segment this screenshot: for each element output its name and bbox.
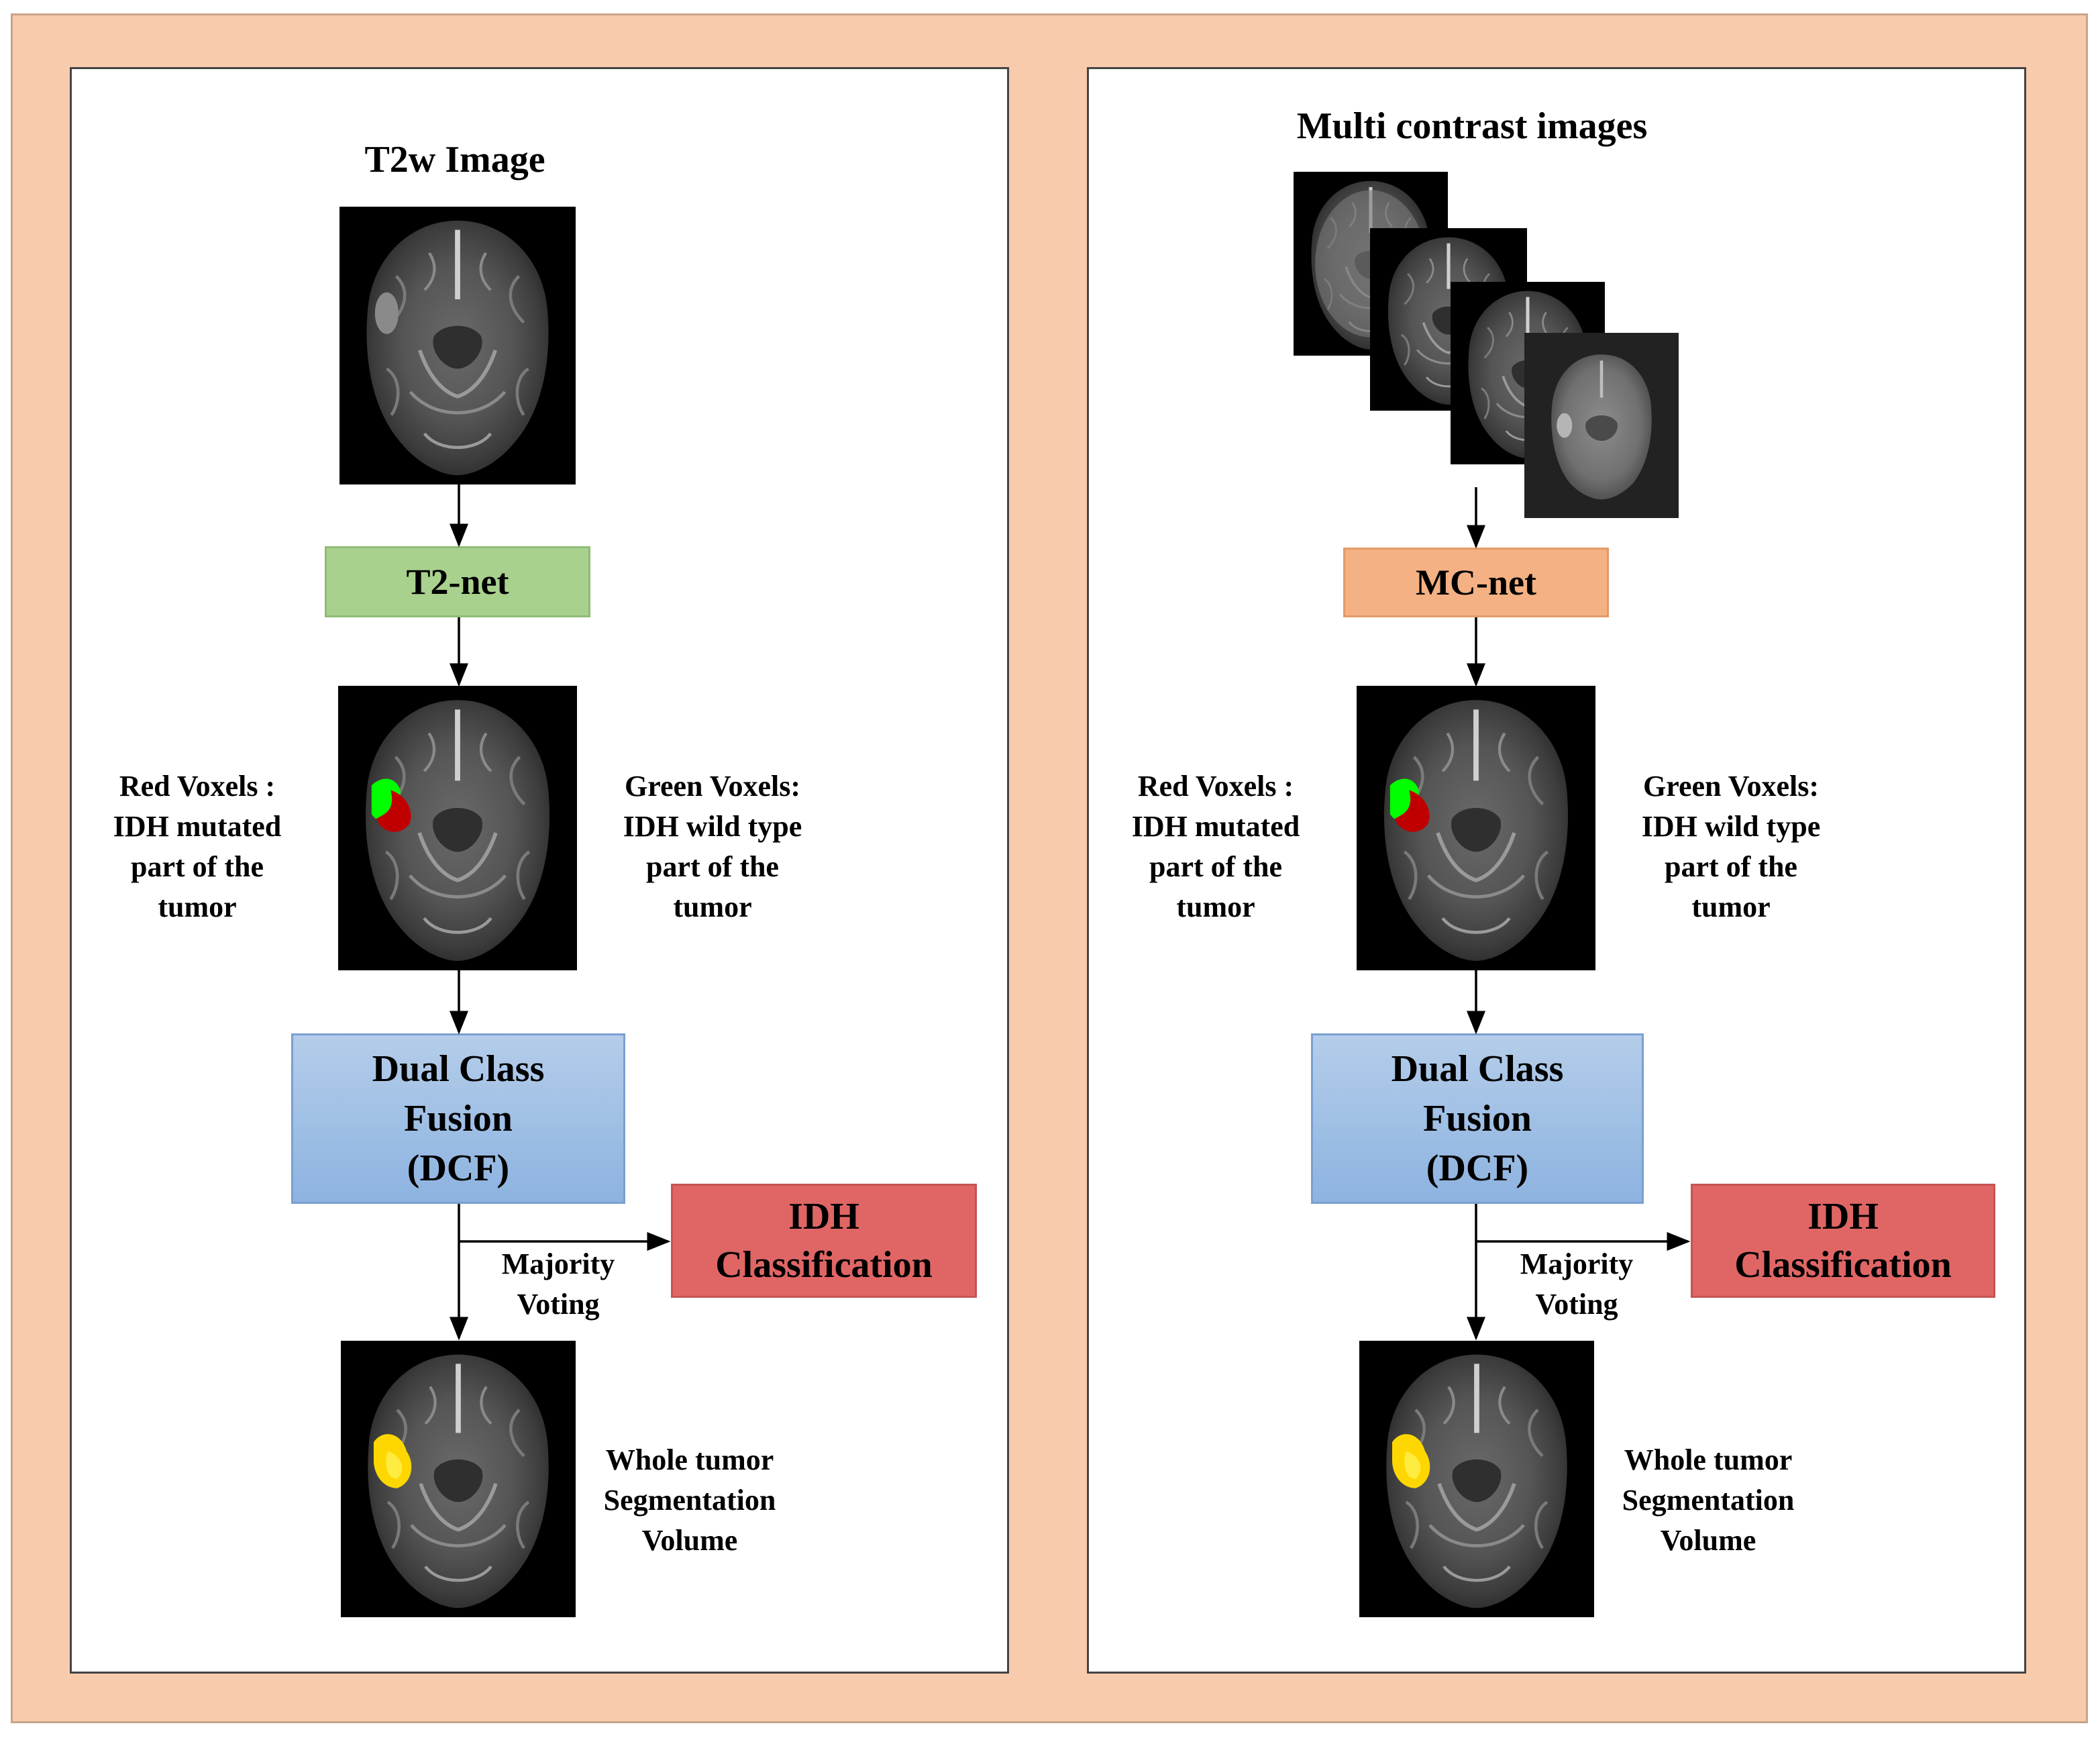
right-panel-title: Multi contrast images xyxy=(1296,105,1648,147)
brain-mri-icon xyxy=(341,1341,576,1617)
brain-mri-icon xyxy=(338,686,577,970)
right-segmentation-image xyxy=(1359,1341,1594,1617)
brain-mri-icon xyxy=(1551,354,1652,500)
t2-net-box: T2-net xyxy=(325,546,590,617)
left-prediction-image xyxy=(338,686,577,970)
brain-mri-icon xyxy=(1357,686,1595,970)
brain-mri-icon xyxy=(1359,1341,1594,1617)
brain-mri-icon xyxy=(339,207,576,484)
right-prediction-image xyxy=(1357,686,1595,970)
contrast-image-4 xyxy=(1524,333,1679,518)
t2w-input-image xyxy=(339,207,576,484)
mc-net-box: MC-net xyxy=(1343,548,1609,617)
left-panel-title: T2w Image xyxy=(364,139,545,181)
left-segmentation-image xyxy=(341,1341,576,1617)
